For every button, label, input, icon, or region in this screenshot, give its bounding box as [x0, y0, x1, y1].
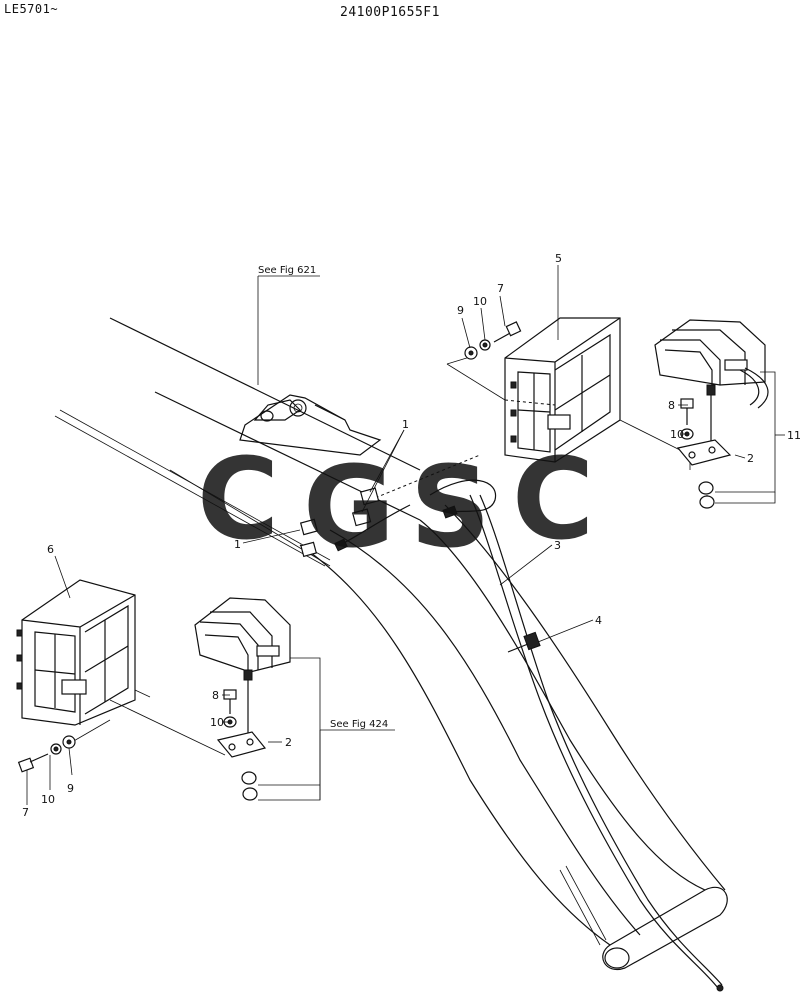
work-lamp-right — [654, 319, 769, 509]
callout-1-upper: 1 — [402, 418, 409, 431]
guard-hardware-upper — [464, 321, 522, 360]
callout-2-right: 2 — [747, 452, 754, 465]
leader-lines — [26, 265, 785, 805]
wire-harness — [334, 454, 724, 992]
connector-part-1 — [299, 487, 380, 558]
watermark-letter: C — [197, 435, 279, 565]
callout-7-left: 7 — [22, 806, 29, 819]
callout-10-left-lamp: 10 — [210, 716, 224, 729]
callout-9-left: 9 — [67, 782, 74, 795]
callout-2-left: 2 — [285, 736, 292, 749]
callout-8-left: 8 — [212, 689, 219, 702]
boom-arm — [54, 317, 728, 971]
callout-1-left: 1 — [234, 538, 241, 551]
watermark-letter: S — [410, 443, 491, 573]
callout-3: 3 — [554, 539, 561, 552]
watermark-letter: C — [512, 435, 594, 565]
guard-hardware-lower — [17, 735, 76, 773]
guard-part-6 — [16, 579, 226, 756]
callout-6: 6 — [47, 543, 54, 556]
drawing-number: 24100P1655F1 — [340, 5, 440, 20]
work-lamp-left — [194, 597, 291, 801]
callout-10-right: 10 — [473, 295, 487, 308]
callout-5: 5 — [555, 252, 562, 265]
callout-9-right: 9 — [457, 304, 464, 317]
watermark-letter: G — [303, 443, 395, 573]
watermark-logo: C G S C — [197, 435, 594, 573]
callout-10-right-lamp: 10 — [670, 428, 684, 441]
callout-8-right: 8 — [668, 399, 675, 412]
harness-clamp-part-4 — [507, 631, 541, 653]
callout-4: 4 — [595, 614, 602, 627]
callout-7-right: 7 — [497, 282, 504, 295]
callout-10-left: 10 — [41, 793, 55, 806]
ref-see-fig-424: See Fig 424 — [330, 719, 388, 730]
guard-part-5 — [446, 317, 691, 470]
callout-11: 11 — [787, 429, 801, 442]
serial-number: LE5701~ — [4, 2, 59, 16]
ref-see-fig-621: See Fig 621 — [258, 265, 316, 276]
